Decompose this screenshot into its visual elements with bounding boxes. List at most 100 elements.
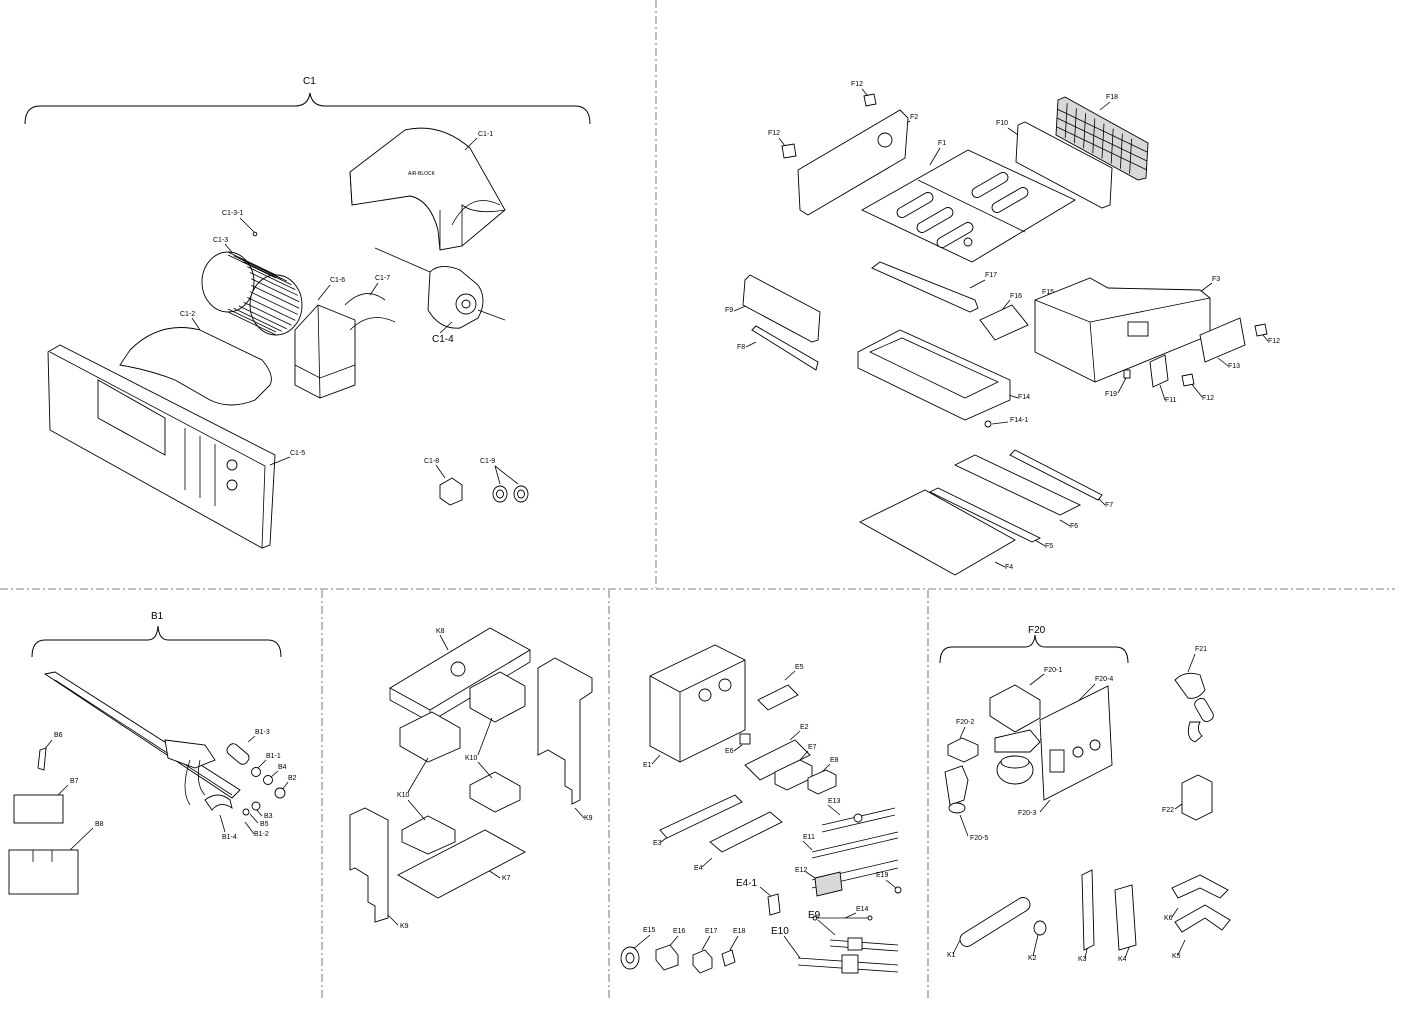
f2-label: F2 (910, 114, 918, 121)
b1-1-nut (251, 767, 261, 777)
f14-drain-pan (857, 329, 1011, 421)
f20-group-label: F20 (1028, 625, 1046, 636)
e10-harness (797, 954, 899, 974)
b2-label: B2 (288, 775, 297, 782)
e9-harness (829, 937, 899, 952)
f6-label: F6 (1070, 523, 1078, 530)
f1-top-panel (861, 149, 1076, 263)
f14-label: F14 (1018, 394, 1030, 401)
f18-label: F18 (1106, 94, 1118, 101)
e1-label: E1 (643, 762, 652, 769)
k10-box-b (469, 671, 526, 723)
k4-label: K4 (1118, 956, 1127, 963)
k1-label: K1 (947, 952, 956, 959)
f12a-label: F12 (851, 81, 863, 88)
f20-3-label: F20-3 (1018, 810, 1036, 817)
k9a-label: K9 (584, 815, 593, 822)
e19-label: E19 (876, 872, 889, 879)
c1-1-housing-top: AIR-BLOCK (349, 127, 506, 251)
e14-label: E14 (856, 906, 869, 913)
f20-3-plate (1039, 685, 1113, 801)
f22-block (1181, 774, 1213, 821)
svg-text:AIR-BLOCK: AIR-BLOCK (408, 171, 436, 177)
k5-label: K5 (1172, 953, 1181, 960)
f14-1-label: F14-1 (1010, 417, 1028, 424)
c1-9-label: C1-9 (480, 458, 495, 465)
e4-main-board (709, 811, 783, 853)
f16-bracket (979, 304, 1029, 341)
f20-1-label: F20-1 (1044, 667, 1062, 674)
b7-pad (13, 794, 64, 824)
e11-label: E11 (803, 834, 815, 841)
e7-label: E7 (808, 744, 817, 751)
c1-9-rings (492, 485, 529, 503)
f21-drain-elbow (1174, 672, 1214, 743)
b8-pad (8, 849, 79, 895)
e8-terminal (807, 769, 837, 795)
e2-pcb (744, 739, 811, 781)
c1-6-motor-mount (294, 304, 356, 399)
b1-4-label: B1-4 (222, 834, 237, 841)
k9b-label: K9 (400, 923, 409, 930)
c1-7-label: C1-7 (375, 275, 390, 282)
k2-label: K2 (1028, 955, 1037, 962)
b4-label: B4 (278, 764, 287, 771)
k1-insulation-tube (959, 897, 1031, 947)
e12-harness (811, 859, 899, 897)
b1-3-sleeve (226, 743, 250, 765)
b1-4-hose (204, 794, 233, 811)
e5-board (757, 684, 799, 711)
b5-label: B5 (260, 821, 269, 828)
c1-3-label: C1-3 (213, 237, 228, 244)
b1-section: B1 B6 B7 B8 B1-3 B1-1 B4 B2 (8, 611, 297, 895)
c1-5-label: C1-5 (290, 450, 305, 457)
e16-clip (655, 944, 679, 971)
e18-label: E18 (733, 928, 746, 935)
k4-insulation-strip (1114, 884, 1137, 951)
e2-label: E2 (800, 724, 809, 731)
f14-1-plug (984, 420, 992, 428)
k7-label: K7 (502, 875, 511, 882)
f9-frame (742, 274, 821, 343)
e10-label: E10 (771, 926, 789, 937)
e12-label: E12 (795, 867, 808, 874)
b1-3-label: B1-3 (255, 729, 270, 736)
b2-nut (274, 787, 286, 799)
e4-1-part (767, 893, 781, 916)
k6-label: K6 (1164, 915, 1173, 922)
e3-label: E3 (653, 840, 662, 847)
e8-label: E8 (830, 757, 839, 764)
k10-box-c (469, 771, 521, 813)
f7-rail (1009, 449, 1103, 501)
e13-label: E13 (828, 798, 841, 805)
c1-group-label: C1 (303, 76, 316, 87)
f1-label: F1 (938, 140, 946, 147)
f21-label: F21 (1195, 646, 1207, 653)
c1-2-label: C1-2 (180, 311, 195, 318)
f9-label: F9 (725, 307, 733, 314)
k5-insulation (1174, 904, 1231, 933)
f12c-label: F12 (1268, 338, 1280, 345)
f20-1-bracket (989, 684, 1041, 733)
k8-top-insulation (389, 627, 531, 723)
k6-insulation (1171, 874, 1229, 899)
f19-label: F19 (1105, 391, 1117, 398)
c1-4-label: C1-4 (432, 334, 454, 345)
k10a-label: K10 (465, 755, 478, 762)
e1-control-box (649, 644, 746, 763)
f12d-label: F12 (1202, 395, 1214, 402)
k9-side-insulation-b (349, 807, 389, 923)
e17-label: E17 (705, 928, 718, 935)
f4-bottom-panel (859, 489, 1016, 576)
f12b-label: F12 (768, 130, 780, 137)
f17-label: F17 (985, 272, 997, 279)
c1-7-motor-straps (344, 293, 396, 331)
b6-label: B6 (54, 732, 63, 739)
k2-hose-clamp (1033, 920, 1047, 936)
k3-label: K3 (1078, 956, 1087, 963)
e6-relay (739, 733, 751, 745)
b6-part (37, 747, 47, 771)
c1-4-fan-motor (374, 247, 506, 329)
c1-8-label: C1-8 (424, 458, 439, 465)
